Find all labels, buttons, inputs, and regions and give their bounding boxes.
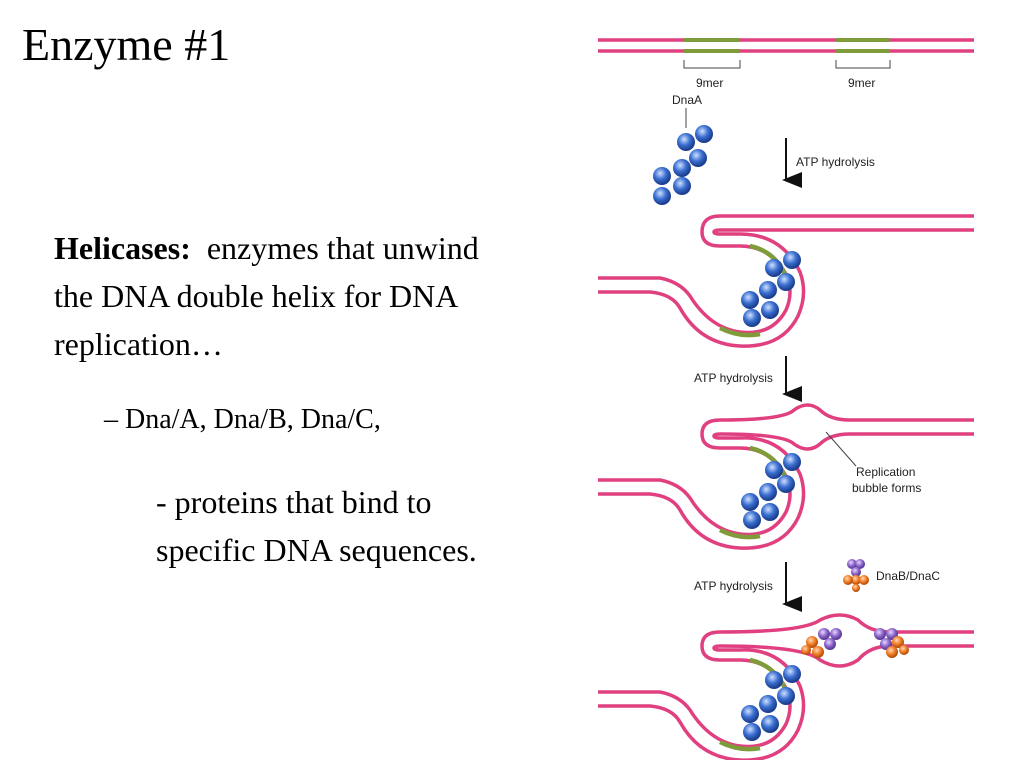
dnaa-complex-2 xyxy=(741,251,801,327)
atp-label-1: ATP hydrolysis xyxy=(796,155,875,169)
subpoint-text: - proteins that bind to specific DNA seq… xyxy=(156,484,477,568)
dnab-dnac-complex-left xyxy=(801,628,842,658)
atp-label-3: ATP hydrolysis xyxy=(694,579,773,593)
bubble-label-line2: bubble forms xyxy=(852,481,921,495)
term-helicases: Helicases: xyxy=(54,230,191,266)
dnab-dnac-label: DnaB/DnaC xyxy=(876,569,940,583)
ninemer-label-left: 9mer xyxy=(696,76,723,90)
panel-bubble: Replication bubble forms xyxy=(598,403,974,550)
dnaa-complex-4 xyxy=(741,665,801,741)
definition-text: enzymes that unwind the DNA double helix… xyxy=(54,230,479,362)
helicase-diagram: 9mer 9mer DnaA ATP hydrolysis xyxy=(598,38,974,760)
dnaa-label: DnaA xyxy=(672,93,702,107)
ninemer-label-right: 9mer xyxy=(848,76,875,90)
dnab-dnac-legend-icon xyxy=(843,559,869,592)
dnaa-protein-cluster xyxy=(653,125,713,205)
definition-paragraph: Helicases: enzymes that unwind the DNA d… xyxy=(54,224,524,368)
panel-dnaa-bound xyxy=(598,214,974,348)
bullet-dna-proteins: – Dna/A, Dna/B, Dna/C, xyxy=(104,404,381,435)
panel-duplex: 9mer 9mer DnaA xyxy=(598,38,974,205)
slide-title: Enzyme #1 xyxy=(22,19,231,70)
bubble-label-line1: Replication xyxy=(856,465,915,479)
dnaa-complex-3 xyxy=(741,453,801,529)
atp-label-2: ATP hydrolysis xyxy=(694,371,773,385)
panel-helicase-loading xyxy=(598,613,974,760)
dnab-dnac-complex-right xyxy=(874,628,909,658)
